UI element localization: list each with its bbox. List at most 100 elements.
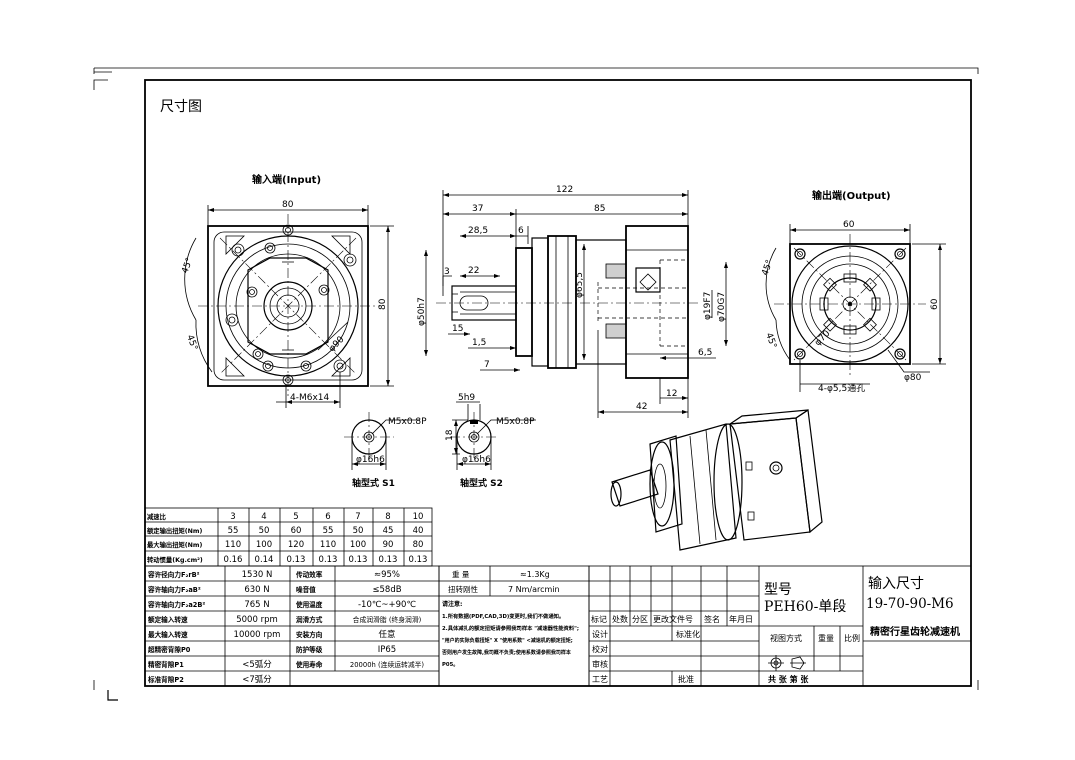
- shaft-s1-view: M5x0.8P φ16h6 轴型式 S1: [344, 412, 427, 489]
- ratio-cell: 100: [350, 540, 366, 550]
- spec-mid-label: 噪音值: [296, 585, 316, 594]
- ratio-cell: 110: [320, 540, 336, 550]
- spec-mid-label: 使用寿命: [295, 660, 323, 669]
- revision-header: 标记: [591, 614, 607, 624]
- gearbox-isometric-illustration: [610, 408, 823, 551]
- side-dim-total: 122: [556, 185, 573, 195]
- spec-left-value: 765 N: [244, 600, 269, 610]
- side-dim-12: 12: [666, 389, 677, 399]
- ratio-cell: 0.14: [255, 555, 274, 565]
- output-outer-dia: φ80: [904, 373, 922, 383]
- spec-left-value: <7弧分: [242, 674, 272, 685]
- ratio-cell: 60: [291, 526, 302, 536]
- side-dia-50h7: φ50h7: [417, 297, 427, 326]
- size-label: 输入尺寸: [868, 576, 924, 592]
- ratio-cell: 55: [228, 526, 239, 536]
- note-title: 请注意:: [442, 600, 462, 608]
- standard-label: 标准化: [676, 629, 700, 639]
- side-view: 122 37 85 28,5 6 3 22 15 1,5 7: [417, 185, 728, 418]
- ratio-row-label: 转动惯量(Kg.cm²): [147, 555, 203, 564]
- size-value: 19-70-90-M6: [866, 596, 954, 612]
- spec-left-label: 容许径向力F₂rB²: [147, 570, 200, 579]
- spec-mid-value: ≤58dB: [372, 585, 401, 595]
- design-label: 设计: [592, 629, 608, 639]
- spec-left-label: 超精密背隙P0: [147, 645, 191, 654]
- side-dim-22: 22: [468, 266, 479, 276]
- ratio-cell: 90: [383, 540, 394, 550]
- spec-mid-value: 任意: [378, 629, 395, 640]
- ratio-cell: 0.13: [409, 555, 428, 565]
- revision-header: 签名: [704, 614, 720, 624]
- spec-mid-label: 润滑方式: [296, 615, 323, 624]
- output-holes-spec: 4-φ5,5通孔: [818, 383, 865, 394]
- spec-mid-label: 防护等级: [296, 645, 323, 654]
- ratio-cell: 0.16: [224, 555, 243, 565]
- ratio-cell: 110: [225, 540, 241, 550]
- notes-block: 重 量 ≈1.3Kg 扭转刚性 7 Nm/arcmin 请注意: 1.所有数据(…: [438, 565, 590, 687]
- projection-symbol-icon: [768, 655, 806, 671]
- s1-dia: φ16h6: [356, 455, 385, 465]
- spec-left-value: 1530 N: [242, 570, 273, 580]
- revision-header: 分区: [632, 615, 648, 624]
- ratio-cell: 50: [353, 526, 364, 536]
- weight-col-label: 重量: [818, 633, 834, 643]
- ratio-cell: 6: [325, 512, 330, 522]
- input-view: 输入端(Input) 80: [180, 173, 394, 408]
- side-dim-85: 85: [594, 204, 605, 214]
- ratio-cell: 0.13: [319, 555, 338, 565]
- side-dia-19f7: φ19F7: [703, 292, 713, 320]
- spec-mid-value: 合成润滑脂 (终身润滑): [353, 615, 422, 624]
- spec-mid-value: -10℃~+90℃: [358, 600, 416, 610]
- note-1: 1.所有数据(PDF,CAD,3D)变更时,我们不做通知。: [442, 612, 564, 620]
- product-name: 精密行星齿轮减速机: [870, 625, 960, 638]
- shaft-s2-view: 5h9 18 M5x0.8P φ16h6 轴型式 S2: [445, 393, 536, 489]
- model-value: PEH60-单段: [764, 599, 846, 615]
- input-angle-top: 45°: [180, 257, 195, 275]
- ratio-cell: 3: [230, 512, 235, 522]
- s2-height: 18: [445, 429, 455, 441]
- revision-header: 更改文件号: [653, 614, 693, 624]
- spec-left-label: 容许轴向力F₂aB²: [147, 585, 201, 594]
- output-view: 输出端(Output) 60 60 45°: [760, 189, 946, 394]
- input-holes-spec: 4-M6x14: [290, 393, 330, 403]
- torsion-value: 7 Nm/arcmin: [508, 585, 560, 594]
- revision-header: 处数: [612, 614, 628, 624]
- side-dim-37: 37: [472, 204, 483, 214]
- ratio-cell: 50: [259, 526, 270, 536]
- spec-left-label: 精密背隙P1: [148, 660, 184, 669]
- ratio-cell: 5: [293, 512, 298, 522]
- ratio-cell: 55: [323, 526, 334, 536]
- ratio-row-label: 最大输出扭矩(Nm): [147, 540, 202, 549]
- spec-left-label: 最大输入转速: [148, 630, 188, 639]
- side-dim-15: 15: [452, 324, 463, 334]
- spec-mid-label: 使用温度: [295, 600, 323, 609]
- ratio-row-label: 减速比: [147, 512, 167, 521]
- ratio-cell: 0.13: [379, 555, 398, 565]
- spec-mid-value: ≈95%: [374, 570, 400, 580]
- s1-caption: 轴型式 S1: [352, 477, 395, 489]
- ratio-cell: 120: [288, 540, 304, 550]
- spec-mid-value: IP65: [378, 645, 396, 655]
- title-block: [588, 565, 972, 687]
- scale-col-label: 比例: [844, 633, 860, 643]
- side-dim-7: 7: [484, 360, 490, 370]
- ratio-cell: 4: [261, 512, 266, 522]
- s2-thread: M5x0.8P: [496, 417, 535, 427]
- spec-mid-value: 20000h (连续运转减半): [350, 660, 425, 669]
- ratio-cell: 80: [413, 540, 424, 550]
- model-label: 型号: [764, 582, 792, 598]
- weight-value: ≈1.3Kg: [520, 570, 550, 579]
- ratio-row-label: 额定输出扭矩(Nm): [147, 526, 202, 535]
- spec-left-value: <5弧分: [242, 659, 272, 670]
- review-label: 审核: [592, 659, 608, 669]
- output-width-dim: 60: [843, 220, 855, 230]
- revision-header: 年月日: [729, 614, 753, 624]
- side-dim-6-5: 6,5: [698, 348, 712, 358]
- side-dim-6: 6: [518, 226, 524, 236]
- process-label: 工艺: [592, 675, 608, 684]
- s2-caption: 轴型式 S2: [460, 477, 503, 489]
- ratio-cell: 0.13: [287, 555, 306, 565]
- s1-thread: M5x0.8P: [388, 417, 427, 427]
